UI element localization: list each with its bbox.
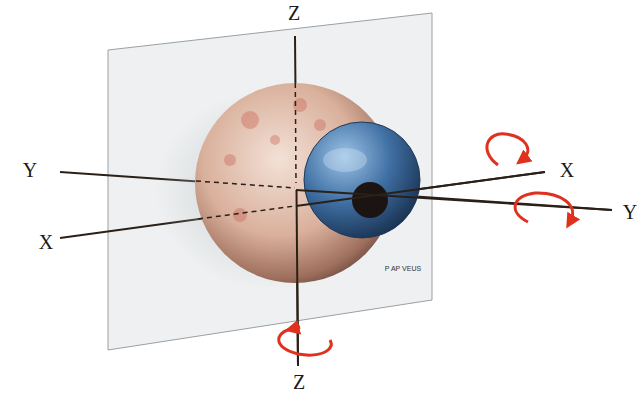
- iris: [304, 122, 420, 238]
- pupil: [352, 182, 388, 218]
- axis-label: Y: [23, 160, 37, 180]
- axis-label: Y: [623, 202, 637, 222]
- axes: [60, 36, 612, 366]
- axis-label: Z: [293, 372, 305, 392]
- axis-label: X: [560, 160, 574, 180]
- axis-label: X: [39, 232, 53, 252]
- axis-label: Z: [288, 3, 300, 23]
- frontal-plane: [108, 13, 432, 350]
- artist-signature: P AP VEUS: [385, 265, 421, 272]
- rotation-arrows: [279, 134, 573, 355]
- eyeball: [195, 83, 395, 283]
